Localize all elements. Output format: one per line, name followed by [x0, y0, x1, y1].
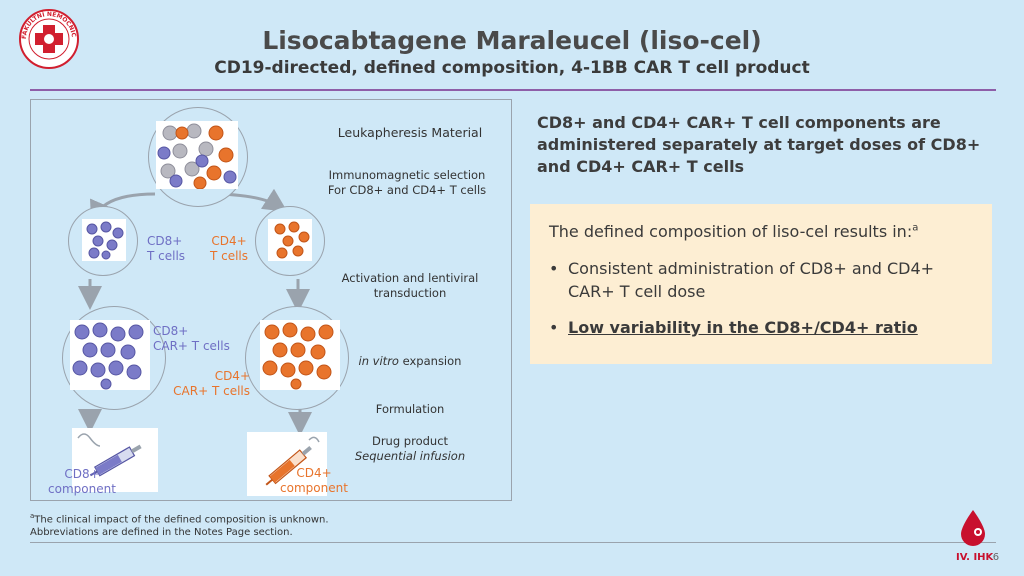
bullet-item: • Consistent administration of CD8+ and … — [549, 259, 935, 301]
label-cd4-tcells: CD4+ T cells — [209, 234, 249, 263]
step-expansion: in vitro expansion — [358, 354, 462, 368]
footnotes: aThe clinical impact of the defined comp… — [30, 512, 329, 539]
workflow-diagram-panel — [30, 99, 512, 501]
cd8-car-cells-icon — [70, 320, 150, 390]
label-cd8-component: CD8+ component — [48, 467, 116, 496]
page-subtitle: CD19-directed, defined composition, 4-1B… — [214, 58, 810, 78]
mixed-cells-icon — [156, 121, 238, 189]
page-number: 6 — [992, 552, 1000, 563]
cd8-syringe-icon — [72, 428, 158, 492]
page-title: Lisocabtagene Maraleucel (liso-cel) — [262, 26, 762, 55]
cd4-syringe-icon — [247, 432, 327, 496]
cd8-cells-icon — [82, 219, 126, 261]
footer-divider — [30, 542, 996, 543]
label-cd8-tcells: CD8+ T cells — [147, 234, 186, 263]
footer-brand: IV. IHK 6 — [956, 552, 1000, 563]
composition-box — [530, 204, 992, 364]
cd4-cells-icon — [268, 219, 312, 261]
label-cd8-car: CD8+ CAR+ T cells — [153, 324, 230, 353]
step-leukapheresis: Leukapheresis Material — [337, 125, 483, 140]
step-selection: Immunomagnetic selection For CD8+ and CD… — [327, 168, 487, 197]
label-cd4-car: CD4+ CAR+ T cells — [173, 369, 250, 398]
blood-drop-logo-icon — [961, 510, 985, 546]
cd4-car-cells-icon — [260, 320, 340, 390]
header-divider — [30, 89, 996, 91]
step-drug-product: Drug product Sequential infusion — [354, 434, 466, 463]
step-formulation: Formulation — [375, 402, 445, 416]
bullet-item: • Low variability in the CD8+/CD4+ ratio — [549, 318, 918, 337]
hospital-logo-icon: FAKULTNÍ NEMOCNICE — [18, 8, 79, 69]
step-activation: Activation and lentiviral transduction — [341, 271, 479, 300]
label-cd4-component: CD4+ component — [280, 466, 348, 495]
key-statement: CD8+ and CD4+ CAR+ T cell components are… — [537, 113, 981, 176]
composition-box-heading: The defined composition of liso-cel resu… — [549, 222, 919, 241]
